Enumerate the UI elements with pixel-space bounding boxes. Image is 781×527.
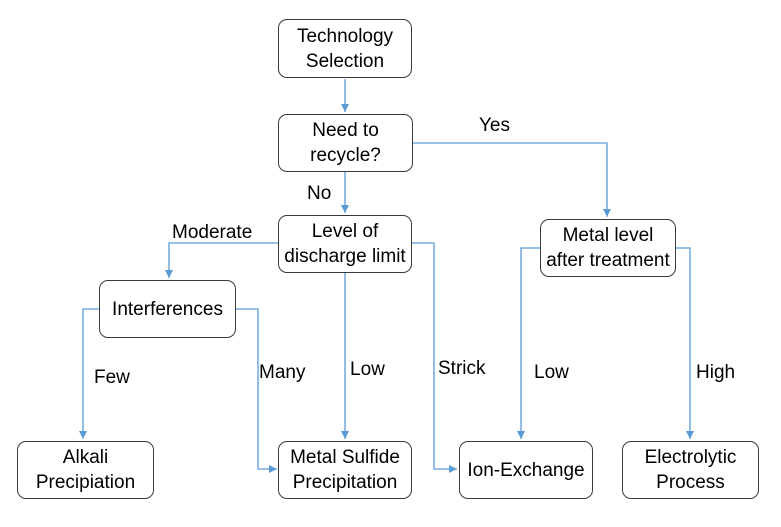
metal-level-after-treatment-node: Metal level after treatment xyxy=(540,219,676,277)
edge-recycle-yes xyxy=(413,142,611,217)
edge-label-high: High xyxy=(696,362,736,383)
edge-label-moderate: Moderate xyxy=(172,222,253,243)
edge-interferences-few xyxy=(79,308,99,439)
edge-label-many: Many xyxy=(259,362,306,383)
edge-label-yes: Yes xyxy=(479,115,510,136)
edge-label-strick: Strick xyxy=(438,358,486,379)
edge-metal-high xyxy=(676,247,694,439)
edge-metal-low xyxy=(517,247,540,439)
edge-discharge-strick xyxy=(412,242,457,473)
technology-selection-node: Technology Selection xyxy=(278,19,412,78)
edge-interferences-many xyxy=(236,308,277,473)
level-of-discharge-limit-node: Level of discharge limit xyxy=(278,215,412,273)
edge-discharge-moderate xyxy=(165,242,278,278)
electrolytic-process-node: Electrolytic Process xyxy=(622,441,759,499)
alkali-precipitation-node: Alkali Precipiation xyxy=(17,441,154,499)
need-to-recycle-node: Need to recycle? xyxy=(278,114,413,172)
edge-label-few: Few xyxy=(94,367,130,388)
edge-label-low-ion: Low xyxy=(534,362,569,383)
edge-label-no: No xyxy=(307,183,332,204)
interferences-node: Interferences xyxy=(99,280,236,338)
ion-exchange-node: Ion-Exchange xyxy=(459,441,593,499)
edge-label-low-sulfide: Low xyxy=(350,359,385,380)
metal-sulfide-precipitation-node: Metal Sulfide Precipitation xyxy=(278,441,412,499)
